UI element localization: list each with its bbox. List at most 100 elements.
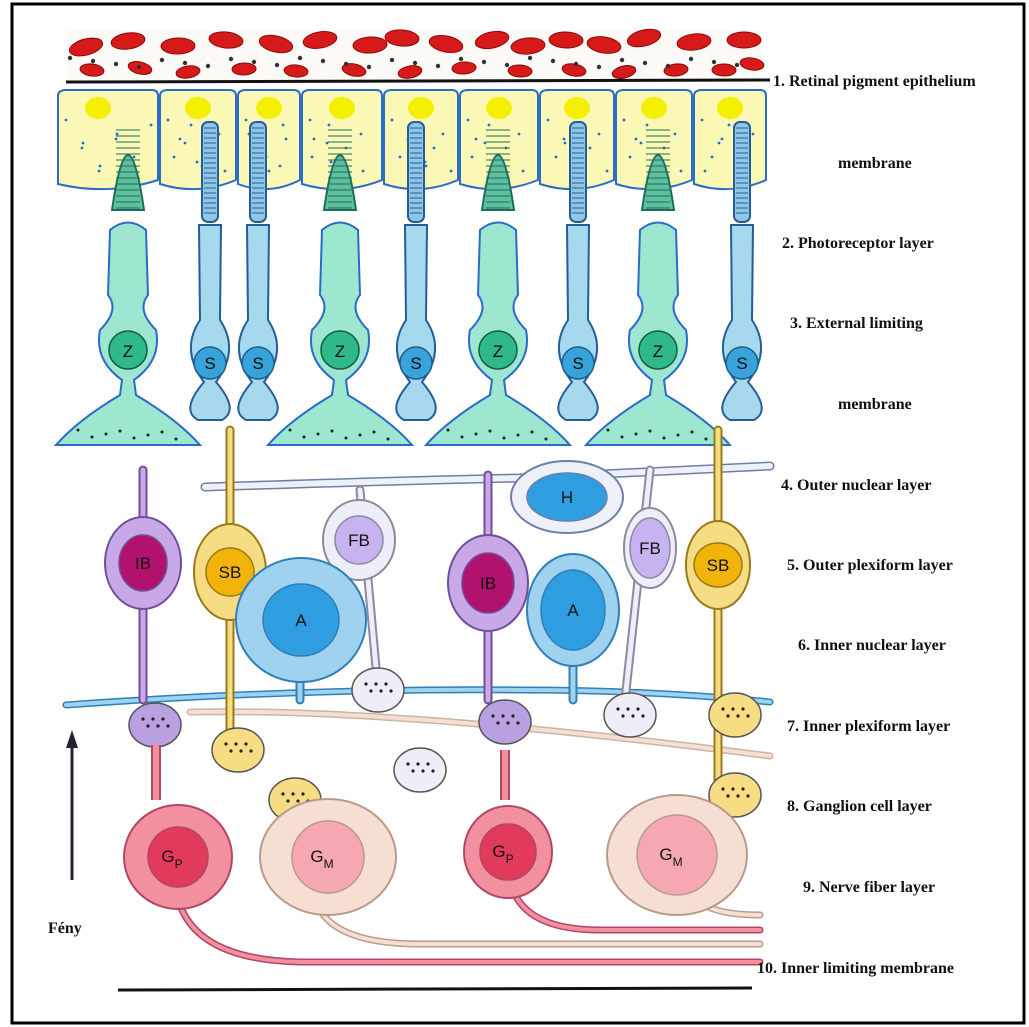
blood-dot xyxy=(114,62,118,66)
pigment-granule xyxy=(674,133,677,136)
synaptic-vesicle xyxy=(489,430,492,433)
layer-label-7: 7. Inner plexiform layer xyxy=(787,718,950,735)
pigment-granule xyxy=(488,124,491,127)
synaptic-terminal xyxy=(394,748,446,792)
terminal-vesicle xyxy=(736,794,739,797)
layer-label-8: 8. Ganglion cell layer xyxy=(787,798,932,815)
synaptic-vesicle xyxy=(91,436,94,439)
terminal-vesicle xyxy=(296,799,299,802)
pigment-granule xyxy=(326,142,329,145)
pigment-granule xyxy=(471,156,474,159)
amacrine-cell-1: A xyxy=(236,558,366,682)
pigment-granule xyxy=(362,170,365,173)
terminal-vesicle xyxy=(411,769,414,772)
rod-label: S xyxy=(204,354,215,373)
synaptic-terminal xyxy=(709,693,761,737)
blood-dot xyxy=(643,61,647,65)
synaptic-vesicle xyxy=(175,438,178,441)
blood-dot xyxy=(689,57,693,61)
blood-dot xyxy=(137,65,141,69)
layer-label-9: 9. Nerve fiber layer xyxy=(803,879,935,896)
pigment-granule xyxy=(555,156,558,159)
synaptic-vesicle xyxy=(289,429,292,432)
pigment-granule xyxy=(268,170,271,173)
pigment-granule xyxy=(522,170,525,173)
pigment-granule xyxy=(285,138,288,141)
pigment-granule xyxy=(115,138,118,141)
red-blood-cell xyxy=(232,63,256,76)
pigment-granule xyxy=(563,138,566,141)
blood-dot xyxy=(183,61,187,65)
pigment-granule xyxy=(640,142,643,145)
ib-cell-2-label: IB xyxy=(480,574,496,593)
rod-label: S xyxy=(736,354,747,373)
pigment-granule xyxy=(99,165,102,168)
terminal-vesicle xyxy=(146,724,149,727)
fb-cell-1-label: FB xyxy=(348,531,370,550)
amacrine-cell-1-label: A xyxy=(295,611,307,630)
pigment-granule xyxy=(133,156,136,159)
ib-cell-1-label: IB xyxy=(135,554,151,573)
terminal-body xyxy=(212,728,264,772)
blood-dot xyxy=(712,60,716,64)
fb-cell-2-label: FB xyxy=(639,539,661,558)
terminal-vesicle xyxy=(416,762,419,765)
red-blood-cell xyxy=(712,64,736,76)
blood-dot xyxy=(528,56,532,60)
synaptic-vesicle xyxy=(317,433,320,436)
terminal-body xyxy=(352,668,404,712)
synaptic-vesicle xyxy=(359,434,362,437)
terminal-vesicle xyxy=(741,787,744,790)
terminal-vesicle xyxy=(421,769,424,772)
terminal-vesicle xyxy=(239,749,242,752)
synaptic-vesicle xyxy=(621,436,624,439)
epithelium-nucleus xyxy=(641,97,667,119)
sb-cell-2-label: SB xyxy=(707,556,730,575)
blood-dot xyxy=(436,64,440,68)
gp-cell-1: GP xyxy=(124,805,232,909)
layer-label-1b: membrane xyxy=(838,155,912,172)
pigment-granule xyxy=(179,138,182,141)
fb-cell-2: FB xyxy=(624,508,676,588)
pigment-granule xyxy=(589,147,592,150)
pigment-granule xyxy=(245,119,248,122)
synaptic-vesicle xyxy=(345,437,348,440)
synaptic-vesicle xyxy=(607,429,610,432)
blood-dot xyxy=(459,57,463,61)
terminal-vesicle xyxy=(406,762,409,765)
synaptic-vesicle xyxy=(635,433,638,436)
synaptic-vesicle xyxy=(161,431,164,434)
red-blood-cell xyxy=(727,32,761,48)
synaptic-vesicle xyxy=(663,437,666,440)
pigment-granule xyxy=(629,156,632,159)
blood-dot xyxy=(666,64,670,68)
pigment-granule xyxy=(82,142,85,145)
synaptic-vesicle xyxy=(331,430,334,433)
pigment-granule xyxy=(752,133,755,136)
blood-dot xyxy=(574,62,578,66)
pigment-granule xyxy=(718,142,721,145)
terminal-vesicle xyxy=(506,721,509,724)
layer-label-1: 1. Retinal pigment epithelium xyxy=(773,73,976,90)
terminal-vesicle xyxy=(426,762,429,765)
synaptic-vesicle xyxy=(461,436,464,439)
choroid-blood-vessel-layer xyxy=(66,26,770,82)
blood-dot xyxy=(321,59,325,63)
gm-cell-2: GM xyxy=(607,795,747,915)
terminal-vesicle xyxy=(736,714,739,717)
blood-dot xyxy=(413,61,417,65)
synaptic-terminal xyxy=(212,728,264,772)
synaptic-vesicle xyxy=(77,429,80,432)
terminal-vesicle xyxy=(726,794,729,797)
epithelium-nucleus xyxy=(564,97,590,119)
rod-outer-segment xyxy=(202,122,218,222)
blood-dot xyxy=(229,57,233,61)
pigment-granule xyxy=(313,138,316,141)
rod-label: S xyxy=(410,354,421,373)
blood-dot xyxy=(620,58,624,62)
terminal-vesicle xyxy=(746,714,749,717)
rod-outer-segment xyxy=(570,122,586,222)
pigment-granule xyxy=(606,170,609,173)
rod-label: S xyxy=(252,354,263,373)
